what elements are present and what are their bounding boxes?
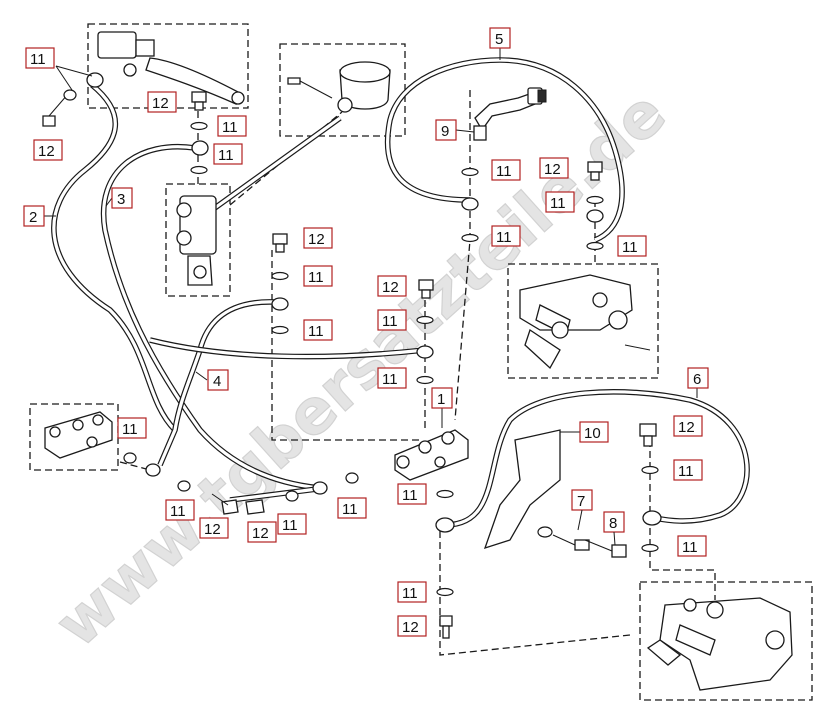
caliper-bracket-plate	[483, 429, 580, 550]
callout-12: 12	[397, 615, 427, 637]
svg-text:11: 11	[678, 463, 694, 480]
svg-text:2: 2	[29, 209, 37, 226]
callout-5: 5	[489, 27, 511, 49]
callout-11: 11	[165, 499, 195, 521]
svg-text:12: 12	[382, 279, 399, 296]
svg-text:8: 8	[609, 515, 617, 532]
callout-11: 11	[491, 159, 521, 181]
svg-text:12: 12	[204, 521, 221, 538]
svg-text:11: 11	[222, 119, 238, 136]
svg-text:4: 4	[213, 373, 221, 390]
callout-11: 11	[303, 319, 333, 341]
callout-11: 11	[303, 265, 333, 287]
callout-11: 11	[397, 581, 427, 603]
svg-text:12: 12	[544, 161, 561, 178]
svg-text:11: 11	[402, 487, 418, 504]
callout-12: 12	[147, 91, 177, 113]
callout-12: 12	[377, 275, 407, 297]
svg-text:11: 11	[122, 421, 138, 438]
sealing-washers	[63, 89, 659, 597]
callout-11: 11	[377, 367, 407, 389]
svg-text:12: 12	[308, 231, 325, 248]
brake-fluid-reservoir	[287, 61, 391, 113]
distribution-valve-detail	[44, 411, 113, 459]
rear-master-cylinder	[176, 195, 217, 286]
callout-11: 11	[491, 225, 521, 247]
svg-text:12: 12	[402, 619, 419, 636]
svg-text:12: 12	[152, 95, 169, 112]
callout-12: 12	[303, 227, 333, 249]
svg-text:12: 12	[38, 143, 55, 160]
banjo-fittings	[86, 72, 662, 533]
svg-text:11: 11	[622, 239, 638, 256]
svg-text:11: 11	[30, 51, 46, 68]
callout-12: 12	[33, 139, 63, 161]
callout-2: 2	[23, 205, 45, 227]
callout-11: 11	[397, 483, 427, 505]
callout-12: 12	[199, 517, 229, 539]
callout-11: 11	[673, 459, 703, 481]
svg-text:11: 11	[308, 323, 324, 340]
callout-11: 11	[337, 497, 367, 519]
svg-text:11: 11	[496, 163, 512, 180]
callout-12: 12	[539, 157, 569, 179]
callout-3: 3	[111, 187, 133, 209]
svg-text:6: 6	[693, 371, 701, 388]
banjo-bolts	[42, 91, 657, 639]
svg-text:11: 11	[550, 195, 566, 212]
callout-11: 11	[217, 115, 247, 137]
rear-caliper-bottom	[646, 597, 793, 691]
callout-8: 8	[603, 511, 625, 533]
callout-1: 1	[431, 387, 453, 409]
callout-12: 12	[673, 415, 703, 437]
svg-text:9: 9	[441, 123, 449, 140]
callout-labels: 11 12 2 3 12 11 11 12	[23, 27, 709, 637]
callout-7: 7	[571, 489, 593, 511]
svg-text:11: 11	[308, 269, 324, 286]
svg-text:12: 12	[252, 525, 269, 542]
svg-text:10: 10	[584, 425, 601, 442]
callout-9: 9	[435, 119, 457, 141]
callout-11: 11	[545, 191, 575, 213]
svg-text:5: 5	[495, 31, 503, 48]
callout-11: 11	[25, 47, 55, 69]
callout-11: 11	[277, 513, 307, 535]
svg-text:11: 11	[342, 501, 358, 518]
callout-12: 12	[247, 521, 277, 543]
watermark-text: www.tgbersatzteile.de	[41, 76, 679, 661]
svg-text:11: 11	[496, 229, 512, 246]
callout-10: 10	[579, 421, 609, 443]
callout-11: 11	[377, 309, 407, 331]
svg-text:12: 12	[678, 419, 695, 436]
callout-11: 11	[617, 235, 647, 257]
svg-text:3: 3	[117, 191, 125, 208]
callout-leaders-lower	[577, 509, 616, 546]
rear-caliper-top	[519, 274, 651, 370]
handlebar-master-cylinder	[97, 31, 245, 105]
svg-text:1: 1	[437, 391, 445, 408]
callout-11: 11	[117, 417, 147, 439]
callout-11: 11	[677, 535, 707, 557]
svg-text:11: 11	[382, 313, 398, 330]
hose-connector-9	[473, 87, 547, 141]
svg-text:11: 11	[402, 585, 418, 602]
callout-11: 11	[213, 143, 243, 165]
svg-text:11: 11	[170, 503, 186, 520]
svg-text:11: 11	[282, 517, 298, 534]
svg-text:11: 11	[682, 539, 698, 556]
callout-4: 4	[207, 369, 229, 391]
svg-text:11: 11	[218, 147, 234, 164]
callout-leaders	[44, 48, 698, 428]
brake-hoses	[51, 57, 750, 528]
distribution-valve	[394, 429, 469, 481]
callout-6: 6	[687, 367, 709, 389]
svg-text:11: 11	[382, 371, 398, 388]
svg-text:7: 7	[577, 493, 585, 510]
